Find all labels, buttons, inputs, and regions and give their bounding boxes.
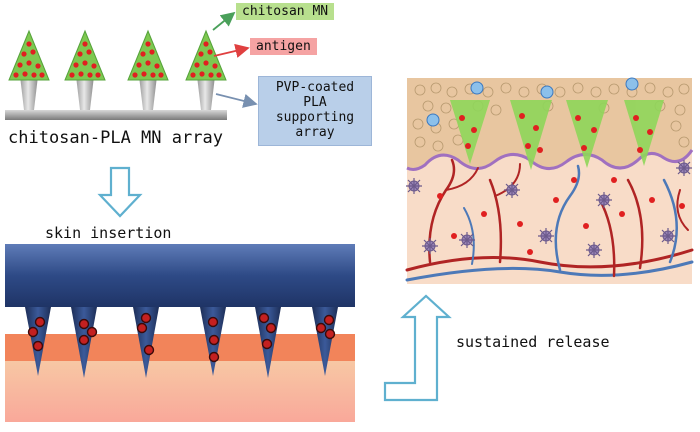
antigen-beads <box>27 312 336 363</box>
cell-texture <box>412 82 690 152</box>
pvp-label-line: PVP-coated <box>275 80 355 95</box>
support-post <box>20 76 38 110</box>
pvp-label-line: supporting <box>275 110 355 125</box>
supporting-posts <box>20 76 215 110</box>
sustained-release-caption: sustained release <box>456 333 610 351</box>
support-post <box>76 76 94 110</box>
surface-immune-cells <box>426 77 639 127</box>
pvp-coated-label-box: PVP-coated PLA supporting array <box>258 76 372 146</box>
skin-epidermis-layer <box>5 334 355 361</box>
skin-insertion-illustration <box>5 244 355 422</box>
pvp-label-line: array <box>295 125 335 140</box>
down-arrow <box>97 166 143 218</box>
mn-array-caption: chitosan-PLA MN array <box>8 128 223 148</box>
mn-array-illustration <box>5 11 258 120</box>
patch-backing <box>5 244 355 307</box>
support-post <box>197 76 215 110</box>
pvp-label-line: PLA <box>303 95 327 110</box>
skin-insertion-caption: skin insertion <box>45 224 172 242</box>
chitosan-mn-label: chitosan MN <box>236 3 335 20</box>
support-post <box>139 76 157 110</box>
release-arrow <box>383 294 452 402</box>
blood-vessels <box>405 158 694 282</box>
released-antigen-dots <box>437 113 685 255</box>
chitosan-pointer-arrow <box>212 11 236 31</box>
basement-membrane <box>406 149 694 171</box>
immune-cell-spikes <box>406 160 692 258</box>
skin-tissue-panel <box>405 77 694 284</box>
antigen-label: antigen <box>250 38 317 55</box>
antigen-pointer-arrow <box>213 43 250 58</box>
array-base-plate <box>5 110 227 120</box>
antigen-dots <box>13 41 222 78</box>
skin-dermis-layer <box>5 360 355 422</box>
pvp-pointer-arrow <box>215 93 258 108</box>
